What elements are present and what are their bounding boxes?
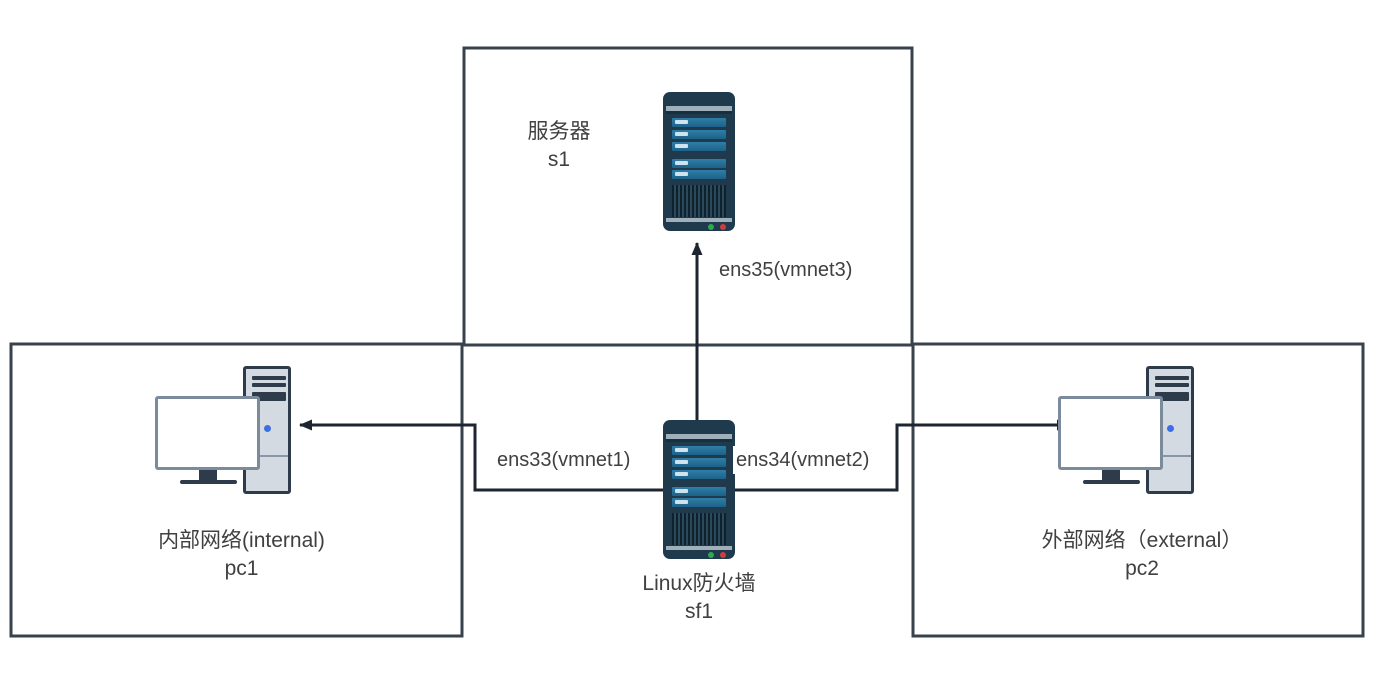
server-drive-bays	[672, 118, 726, 179]
firewall-bottom-trim	[666, 546, 732, 550]
firewall-top-trim	[666, 434, 732, 439]
server-top-trim	[666, 106, 732, 111]
node-label-s1: 服务器 s1	[527, 120, 591, 171]
firewall-led-green	[708, 552, 714, 558]
server-bottom-trim	[666, 218, 732, 222]
desktop-pc-icon-pc2[interactable]	[1058, 366, 1206, 494]
link-label-ens33: ens33(vmnet1)	[494, 446, 634, 475]
zone-box-server	[462, 46, 914, 347]
server-tower-icon-s1[interactable]	[663, 92, 735, 231]
node-label-sf1: Linux防火墙 sf1	[642, 572, 756, 623]
firewall-led-red	[720, 552, 726, 558]
firewall-vent-grille	[672, 513, 726, 545]
server-top-shadow	[666, 111, 732, 114]
desktop-pc-icon-pc1[interactable]	[155, 366, 303, 494]
link-label-ens35: ens35(vmnet3)	[716, 256, 856, 285]
server-led-green	[708, 224, 714, 230]
firewall-top-shadow	[666, 439, 732, 442]
connector-ens34	[735, 419, 1070, 492]
pc1-monitor-neck	[199, 470, 217, 481]
link-label-ens34: ens34(vmnet2)	[733, 446, 873, 475]
pc2-monitor-base	[1083, 480, 1140, 484]
zone-box-internal	[9, 342, 464, 638]
server-led-red	[720, 224, 726, 230]
zone-label-external: 外部网络（external） pc2	[1041, 529, 1243, 580]
pc1-tower	[243, 366, 291, 494]
pc1-monitor	[155, 396, 260, 470]
pc2-monitor-neck	[1102, 470, 1120, 481]
pc2-monitor	[1058, 396, 1163, 470]
pc2-power-led	[1167, 425, 1174, 432]
pc1-monitor-base	[180, 480, 237, 484]
pc1-power-led	[264, 425, 271, 432]
zone-label-internal: 内部网络(internal) pc1	[158, 529, 325, 580]
connector-ens33	[299, 419, 663, 492]
server-tower-icon-sf1[interactable]	[663, 420, 735, 559]
zone-box-external	[911, 342, 1365, 638]
firewall-drive-bays	[672, 446, 726, 507]
server-vent-grille	[672, 185, 726, 217]
